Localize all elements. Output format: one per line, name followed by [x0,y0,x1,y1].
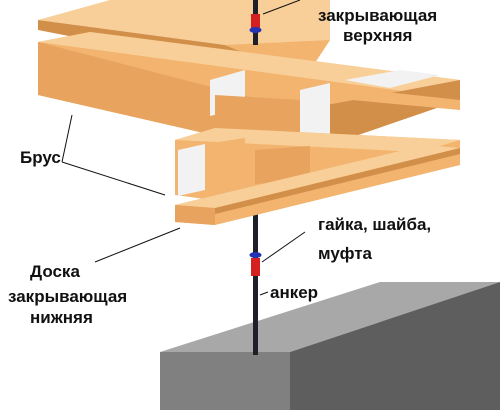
label-bottom-board-line2: закрывающая [8,287,128,306]
label-nut-washer: гайка, шайба, [318,215,432,234]
label-bottom-board-line3: нижняя [30,308,93,327]
lower-fastener-nut-washer-coupling [249,252,262,276]
label-bottom-board-line1: Доска [30,262,80,281]
label-top-board-line1: закрывающая [318,6,438,25]
upper-fastener [249,14,262,33]
leader-lines [61,0,306,296]
bottom-closing-board [175,145,460,225]
log-beam-lower [175,128,460,205]
label-coupling: муфта [318,244,373,263]
concrete-foundation [160,282,500,410]
label-top-board-line2: верхняя [343,26,413,45]
label-anchor: анкер [270,283,319,302]
label-beam: Брус [20,148,61,167]
